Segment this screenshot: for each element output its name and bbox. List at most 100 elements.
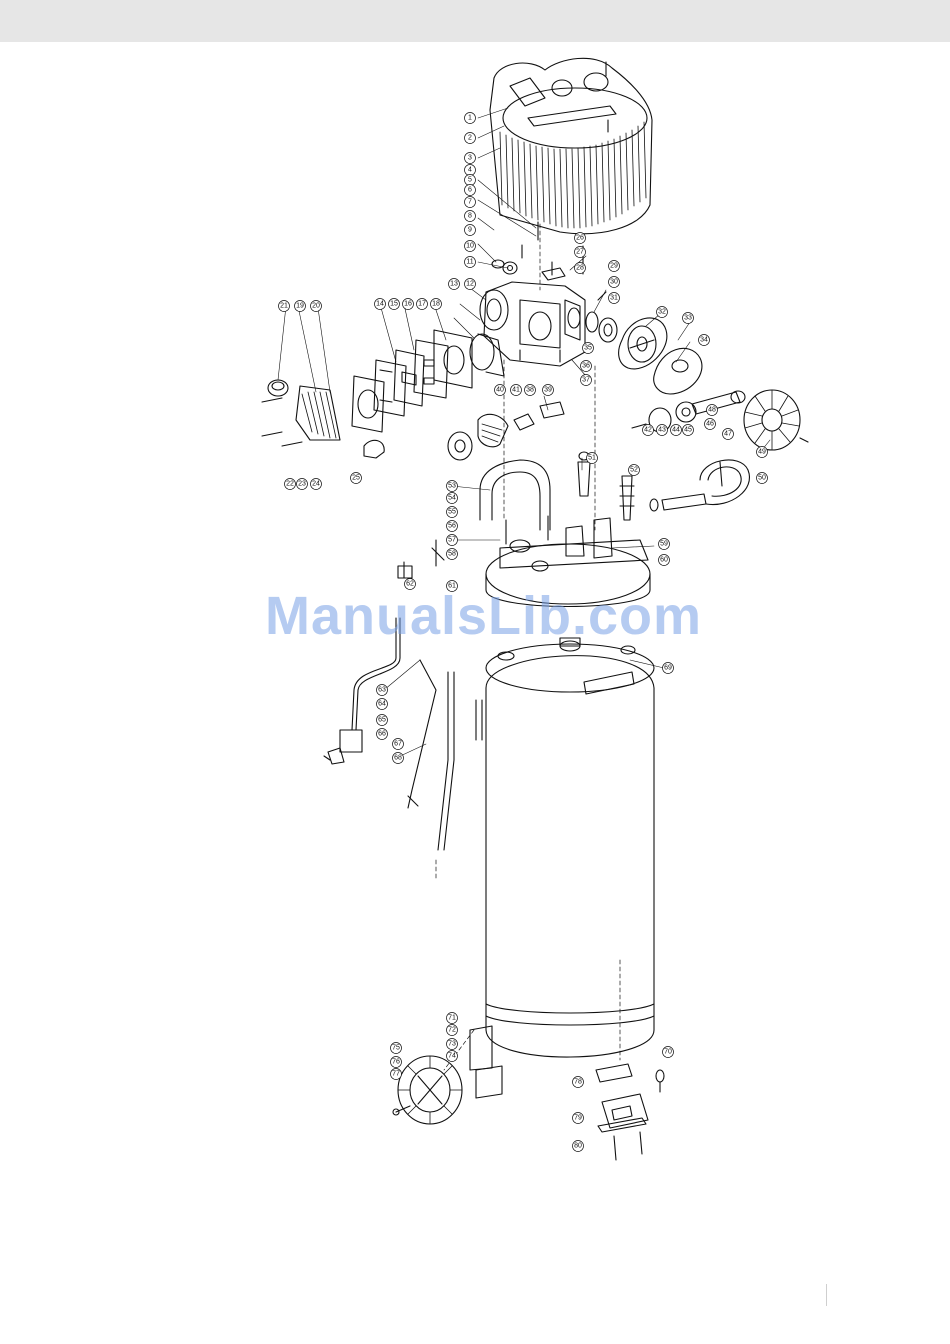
callout-label: 37 <box>582 377 590 384</box>
callout-44: 44 <box>671 425 682 436</box>
callout-label: 43 <box>658 427 666 434</box>
callout-label: 79 <box>574 1115 582 1122</box>
callout-37: 37 <box>581 375 592 386</box>
callout-label: 2 <box>468 135 472 142</box>
callout-label: 58 <box>448 551 456 558</box>
callout-49: 49 <box>757 447 768 458</box>
callout-label: 40 <box>496 387 504 394</box>
callout-56: 56 <box>447 521 458 532</box>
callout-24: 24 <box>311 479 322 490</box>
callout-label: 1 <box>468 115 472 122</box>
callout-label: 45 <box>684 427 692 434</box>
callout-48: 48 <box>707 405 718 416</box>
callout-38: 38 <box>525 385 536 396</box>
callout-29: 29 <box>609 261 620 272</box>
callout-label: 8 <box>468 213 472 220</box>
callout-label: 78 <box>574 1079 582 1086</box>
callout-label: 10 <box>466 243 474 250</box>
callout-23: 23 <box>297 479 308 490</box>
callout-label: 71 <box>448 1015 456 1022</box>
callout-33: 33 <box>683 313 694 324</box>
callout-label: 50 <box>758 475 766 482</box>
callout-58: 58 <box>447 549 458 560</box>
callout-22: 22 <box>285 479 296 490</box>
callout-69: 69 <box>663 663 674 674</box>
gasket-plates <box>352 330 472 432</box>
callout-65: 65 <box>377 715 388 726</box>
callout-label: 7 <box>468 199 472 206</box>
callout-2: 2 <box>465 133 476 144</box>
callout-12: 12 <box>465 279 476 290</box>
callout-9: 9 <box>465 225 476 236</box>
callout-66: 66 <box>377 729 388 740</box>
callout-79: 79 <box>573 1113 584 1124</box>
callout-label: 28 <box>576 265 584 272</box>
callout-label: 29 <box>610 263 618 270</box>
callout-21: 21 <box>279 301 290 312</box>
cooling-fan <box>744 390 808 450</box>
callout-80: 80 <box>573 1141 584 1152</box>
callout-label: 34 <box>700 337 708 344</box>
callout-4: 4 <box>465 165 476 176</box>
callout-label: 67 <box>394 741 402 748</box>
callout-67: 67 <box>393 739 404 750</box>
callout-57: 57 <box>447 535 458 546</box>
callout-77: 77 <box>391 1069 402 1080</box>
callout-28: 28 <box>575 263 586 274</box>
callout-label: 42 <box>644 427 652 434</box>
callout-label: 38 <box>526 387 534 394</box>
callout-50: 50 <box>757 473 768 484</box>
callout-53: 53 <box>447 481 458 492</box>
callout-55: 55 <box>447 507 458 518</box>
callout-19: 19 <box>295 301 306 312</box>
callout-label: 75 <box>392 1045 400 1052</box>
callout-label: 23 <box>298 481 306 488</box>
callout-label: 73 <box>448 1041 456 1048</box>
callout-73: 73 <box>447 1039 458 1050</box>
callout-label: 48 <box>708 407 716 414</box>
callout-5: 5 <box>465 175 476 186</box>
callout-label: 24 <box>312 481 320 488</box>
piston-assembly <box>448 402 564 460</box>
callout-label: 64 <box>378 701 386 708</box>
callout-59: 59 <box>659 539 670 550</box>
callout-72: 72 <box>447 1025 458 1036</box>
callout-label: 14 <box>376 301 384 308</box>
cylinder-sleeve <box>470 334 504 376</box>
callout-64: 64 <box>377 699 388 710</box>
callout-32: 32 <box>657 307 668 318</box>
callout-label: 46 <box>706 421 714 428</box>
shroud-fasteners <box>492 222 583 280</box>
callout-75: 75 <box>391 1043 402 1054</box>
watermark-text: ManualsLib.com <box>265 585 705 647</box>
callout-label: 57 <box>448 537 456 544</box>
callout-18: 18 <box>431 299 442 310</box>
callout-label: 18 <box>432 301 440 308</box>
callout-label: 68 <box>394 755 402 762</box>
callout-8: 8 <box>465 211 476 222</box>
callout-36: 36 <box>581 361 592 372</box>
callout-25: 25 <box>351 473 362 484</box>
callout-63: 63 <box>377 685 388 696</box>
callout-14: 14 <box>375 299 386 310</box>
callout-78: 78 <box>573 1077 584 1088</box>
callout-6: 6 <box>465 185 476 196</box>
callout-45: 45 <box>683 425 694 436</box>
callout-41: 41 <box>511 385 522 396</box>
callout-label: 53 <box>448 483 456 490</box>
callout-42: 42 <box>643 425 654 436</box>
page-edge-mark <box>826 1284 827 1306</box>
callout-54: 54 <box>447 493 458 504</box>
callout-label: 47 <box>724 431 732 438</box>
air-tank <box>476 638 664 1092</box>
callout-71: 71 <box>447 1013 458 1024</box>
callout-31: 31 <box>609 293 620 304</box>
callout-label: 13 <box>450 281 458 288</box>
callout-1: 1 <box>465 113 476 124</box>
callout-label: 65 <box>378 717 386 724</box>
callout-30: 30 <box>609 277 620 288</box>
wheel <box>393 1056 462 1124</box>
callout-label: 32 <box>658 309 666 316</box>
callout-label: 15 <box>390 301 398 308</box>
